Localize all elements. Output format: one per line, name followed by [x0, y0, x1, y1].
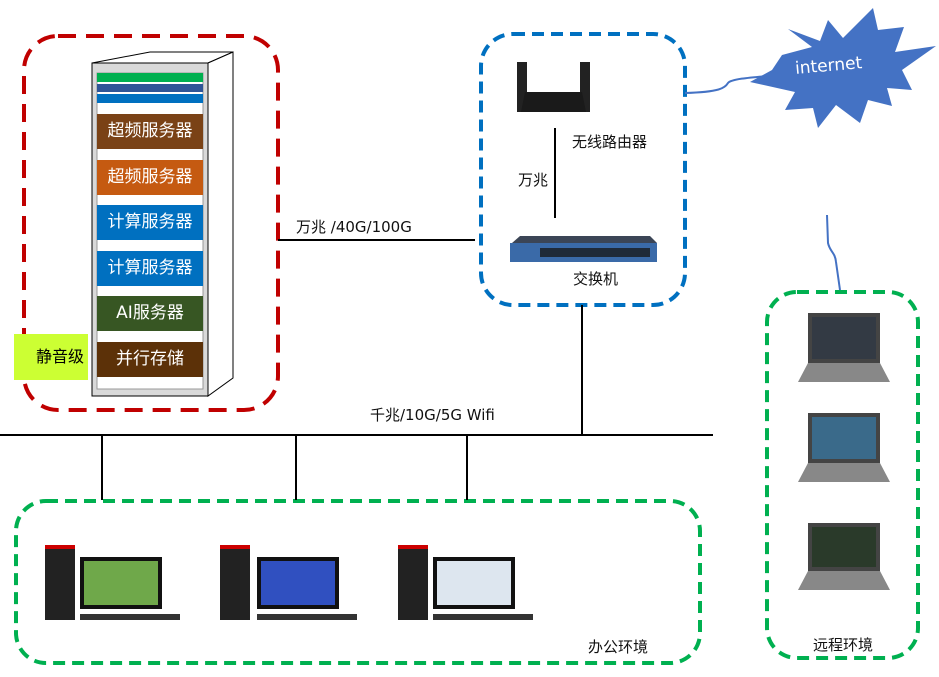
rack-unit-parallel-storage: 并行存储 [97, 342, 203, 377]
network-switch-icon [510, 236, 657, 262]
router-label: 无线路由器 [572, 133, 648, 151]
rack-unit-green [97, 73, 203, 82]
remote-zone-border [765, 290, 920, 660]
router-link-label: 万兆 [518, 171, 549, 189]
server-zone-border [22, 34, 280, 412]
lan-link-label: 千兆/10G/5G Wifi [370, 406, 495, 424]
desktop-computer-icon [220, 545, 357, 620]
laptop-icon [798, 523, 890, 590]
rack-unit-overclock-server-1: 超频服务器 [97, 114, 203, 149]
office-zone-border [14, 499, 702, 665]
rack-unit-navy [97, 84, 203, 92]
rack-unit-overclock-server-2: 超频服务器 [97, 160, 203, 195]
rack-unit-compute-server-2: 计算服务器 [97, 251, 203, 286]
rack-unit-ai-server: AI服务器 [97, 296, 203, 331]
rack-unit-blue [97, 94, 203, 103]
remote-link-line [826, 214, 841, 291]
remote-zone-label: 远程环境 [813, 636, 874, 654]
desktop-computer-icon [45, 545, 180, 620]
laptop-icon [798, 313, 890, 382]
laptop-icon [798, 413, 890, 482]
internet-cloud-icon [750, 8, 936, 128]
rack-link-label: 万兆 /40G/100G [296, 218, 412, 236]
desktop-computer-icon [398, 545, 533, 620]
switch-label: 交换机 [573, 270, 619, 288]
silent-badge: 静音级 [14, 334, 88, 380]
wireless-router-icon [517, 62, 590, 112]
office-zone-label: 办公环境 [588, 638, 649, 656]
rack-unit-compute-server-1: 计算服务器 [97, 205, 203, 240]
